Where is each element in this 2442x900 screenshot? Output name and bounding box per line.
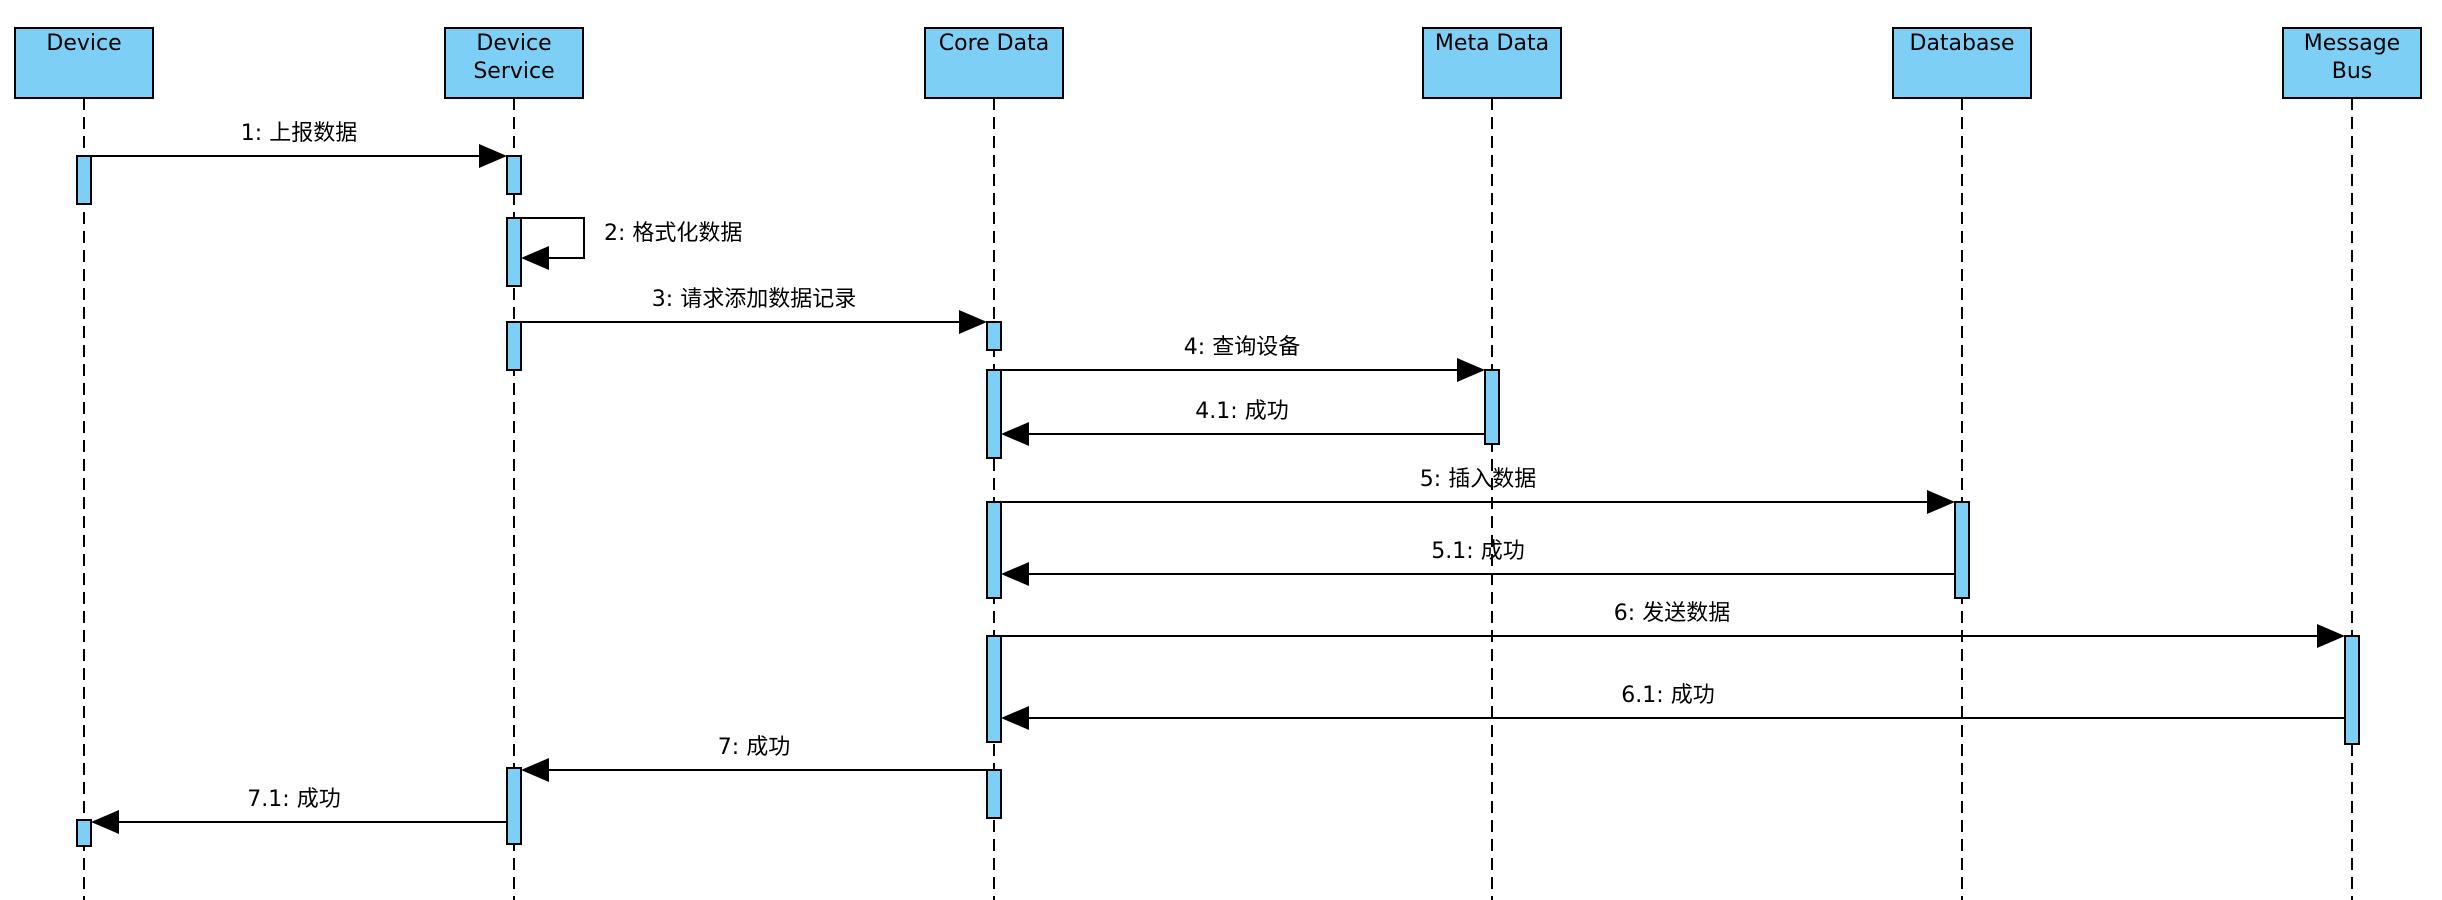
message-4: 4: 查询设备	[1001, 335, 1485, 382]
arrow-head-icon	[1927, 490, 1955, 514]
participant-box	[1422, 27, 1562, 99]
arrow-head-icon	[521, 758, 549, 782]
message-label: 4: 查询设备	[1184, 335, 1300, 360]
participant-label-line: Service	[473, 59, 554, 84]
activation-bar-device-service	[506, 217, 522, 287]
participant-label: Device	[46, 31, 121, 56]
participant-box	[1892, 27, 2032, 99]
activation-bar-core-data	[986, 321, 1002, 351]
message-10: 7: 成功	[521, 735, 987, 782]
message-label: 7: 成功	[718, 735, 790, 760]
participant-label-line: Device	[46, 31, 121, 56]
participant-label: Database	[1910, 31, 2015, 56]
message-label: 7.1: 成功	[247, 787, 340, 812]
activation-bar-core-data	[986, 501, 1002, 599]
activation-bar-core-data	[986, 769, 1002, 819]
activations-layer	[76, 155, 2360, 847]
activation-bar-database	[1954, 501, 1970, 599]
arrow-head-icon	[521, 246, 549, 270]
message-5: 4.1: 成功	[1001, 399, 1485, 446]
message-label: 1: 上报数据	[241, 121, 357, 146]
arrow-head-icon	[1001, 562, 1029, 586]
participant-label-line: Device	[476, 31, 551, 56]
participant-label-line: Message	[2304, 31, 2400, 56]
participant-box	[2282, 27, 2422, 99]
activation-bar-device	[76, 155, 92, 205]
message-8: 6: 发送数据	[1001, 601, 2345, 648]
participant-meta-data: Meta Data	[1422, 27, 1562, 99]
participant-device: Device	[14, 27, 154, 99]
arrow-head-icon	[2317, 624, 2345, 648]
activation-bar-device-service	[506, 321, 522, 371]
participant-box	[924, 27, 1064, 99]
participant-label: Meta Data	[1435, 31, 1549, 56]
message-label: 6: 发送数据	[1614, 601, 1730, 626]
message-3: 3: 请求添加数据记录	[521, 287, 987, 334]
message-label: 3: 请求添加数据记录	[652, 287, 856, 312]
participant-label-line: Database	[1910, 31, 2015, 56]
message-7: 5.1: 成功	[1001, 539, 1955, 586]
message-line	[521, 217, 585, 259]
participant-core-data: Core Data	[924, 27, 1064, 99]
activation-bar-message-bus	[2344, 635, 2360, 745]
arrow-head-icon	[1001, 706, 1029, 730]
message-9: 6.1: 成功	[1001, 683, 2345, 730]
arrow-head-icon	[1457, 358, 1485, 382]
arrow-head-icon	[959, 310, 987, 334]
arrow-head-icon	[1001, 422, 1029, 446]
message-label: 5.1: 成功	[1431, 539, 1524, 564]
participant-label: Core Data	[939, 31, 1049, 56]
participant-label-line: Meta Data	[1435, 31, 1549, 56]
activation-bar-device-service	[506, 767, 522, 845]
message-11: 7.1: 成功	[91, 787, 507, 834]
activation-bar-core-data	[986, 635, 1002, 743]
participant-box	[444, 27, 584, 99]
participant-box	[14, 27, 154, 99]
message-6: 5: 插入数据	[1001, 467, 1955, 514]
participant-database: Database	[1892, 27, 2032, 99]
participant-label-line: Core Data	[939, 31, 1049, 56]
activation-bar-meta-data	[1484, 369, 1500, 445]
messages-layer: 1: 上报数据 2: 格式化数据 3: 请求添加数据记录 4: 查询设备 4.1: 成功…	[91, 121, 2345, 834]
activation-bar-device	[76, 819, 92, 847]
message-1: 1: 上报数据	[91, 121, 507, 168]
activation-bar-core-data	[986, 369, 1002, 459]
message-label: 5: 插入数据	[1420, 467, 1536, 492]
message-label: 4.1: 成功	[1195, 399, 1288, 424]
arrow-head-icon	[91, 810, 119, 834]
message-label: 6.1: 成功	[1621, 683, 1714, 708]
lifelines-layer	[83, 98, 2353, 900]
arrow-head-icon	[479, 144, 507, 168]
activation-bar-device-service	[506, 155, 522, 195]
message-2: 2: 格式化数据	[521, 217, 742, 270]
participant-label-line: Bus	[2332, 59, 2373, 84]
message-label: 2: 格式化数据	[604, 221, 742, 246]
